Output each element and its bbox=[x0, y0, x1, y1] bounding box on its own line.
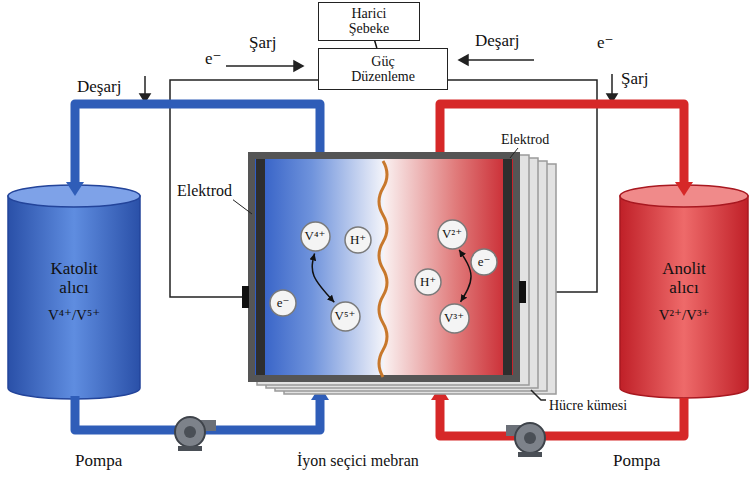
ion-circle: V⁴⁺ bbox=[300, 221, 331, 252]
arrow-head bbox=[459, 55, 468, 65]
pump-body bbox=[515, 423, 545, 453]
leader-line bbox=[510, 148, 518, 158]
pump bbox=[175, 417, 216, 451]
leader-line bbox=[531, 390, 546, 400]
part-label: Şarj bbox=[620, 70, 649, 89]
pump-body bbox=[175, 417, 205, 447]
connector bbox=[375, 41, 377, 48]
pump-hub bbox=[184, 426, 196, 438]
node-text: Harici Şebeke bbox=[339, 6, 399, 37]
node-text: Katolit alıcı bbox=[39, 260, 109, 297]
membrane bbox=[379, 161, 387, 377]
catholyte-tank bbox=[8, 185, 140, 399]
discharge-arrow bbox=[466, 59, 534, 61]
electron-circle: e⁻ bbox=[470, 248, 498, 276]
electron-circle: e⁻ bbox=[269, 289, 297, 317]
flow-arrow bbox=[66, 182, 84, 196]
anolyte-tank bbox=[620, 185, 748, 398]
part-label: e⁻ bbox=[204, 50, 223, 69]
electrode bbox=[256, 159, 265, 375]
discharge-arrow bbox=[144, 76, 146, 96]
node-text: V⁴⁺ bbox=[305, 229, 326, 243]
charge-arrow bbox=[226, 65, 296, 67]
pipe bbox=[440, 396, 684, 436]
node-text: V⁴⁺/V⁵⁺ bbox=[48, 307, 100, 324]
node-text: V²⁺/V³⁺ bbox=[659, 307, 710, 324]
ion-outline bbox=[270, 290, 296, 316]
node-text: Güç Düzenleme bbox=[343, 54, 423, 85]
ion-outline bbox=[345, 227, 371, 253]
electrode-tab bbox=[519, 281, 526, 303]
grid-box: Harici Şebeke bbox=[318, 2, 420, 41]
node-text: V³⁺ bbox=[444, 311, 464, 325]
connector bbox=[312, 253, 334, 302]
ion-outline bbox=[331, 302, 360, 331]
part-label: İyon seçici mebran bbox=[296, 452, 420, 470]
tank-label: Anolit alıcıV²⁺/V³⁺ bbox=[629, 256, 739, 328]
ion-circle: H⁺ bbox=[344, 226, 372, 254]
electrolyte bbox=[255, 159, 513, 375]
ion-circle: V²⁺ bbox=[437, 219, 468, 250]
part-label: Hücre kümesi bbox=[548, 398, 628, 413]
ion-outline bbox=[440, 304, 469, 333]
connector bbox=[459, 250, 471, 302]
pump-base bbox=[178, 446, 202, 451]
tank-label: Katolit alıcıV⁴⁺/V⁵⁺ bbox=[19, 256, 129, 328]
flow-arrow bbox=[675, 182, 693, 196]
node-text: e⁻ bbox=[478, 255, 491, 269]
pump-hub bbox=[524, 432, 536, 444]
electrode-tab bbox=[242, 286, 249, 308]
cell-frame bbox=[248, 152, 520, 382]
charge-arrow bbox=[611, 74, 613, 96]
electrode bbox=[503, 159, 512, 375]
part-label: Pompa bbox=[74, 452, 123, 471]
pipes bbox=[75, 104, 684, 436]
part-label: Pompa bbox=[612, 452, 661, 471]
ion-outline bbox=[438, 220, 467, 249]
part-label: Deşarj bbox=[76, 78, 122, 97]
part-label: Elektrod bbox=[176, 182, 233, 200]
pump-base bbox=[518, 452, 542, 457]
part-label: e⁻ bbox=[596, 34, 615, 53]
pump bbox=[506, 423, 545, 457]
tank-body bbox=[620, 196, 748, 398]
node-text: e⁻ bbox=[277, 296, 290, 310]
ion-outline bbox=[301, 222, 330, 251]
part-label: Deşarj bbox=[474, 32, 520, 51]
node-text: Anolit alıcı bbox=[649, 260, 719, 297]
tank-body bbox=[8, 196, 140, 399]
node-text: H⁺ bbox=[420, 275, 436, 289]
part-label: Şarj bbox=[248, 34, 277, 53]
node-text: V⁵⁺ bbox=[335, 309, 356, 323]
arrow-head bbox=[294, 61, 303, 71]
ion-outline bbox=[415, 269, 441, 295]
node-text: V²⁺ bbox=[442, 227, 462, 241]
ion-circle: V³⁺ bbox=[439, 303, 470, 334]
cell bbox=[242, 152, 526, 382]
power-box: Güç Düzenleme bbox=[318, 48, 448, 90]
ion-outline bbox=[471, 249, 497, 275]
node-text: H⁺ bbox=[350, 233, 366, 247]
ion-circle: V⁵⁺ bbox=[330, 301, 361, 332]
part-label: Elektrod bbox=[500, 132, 550, 147]
ion-circle: H⁺ bbox=[414, 268, 442, 296]
